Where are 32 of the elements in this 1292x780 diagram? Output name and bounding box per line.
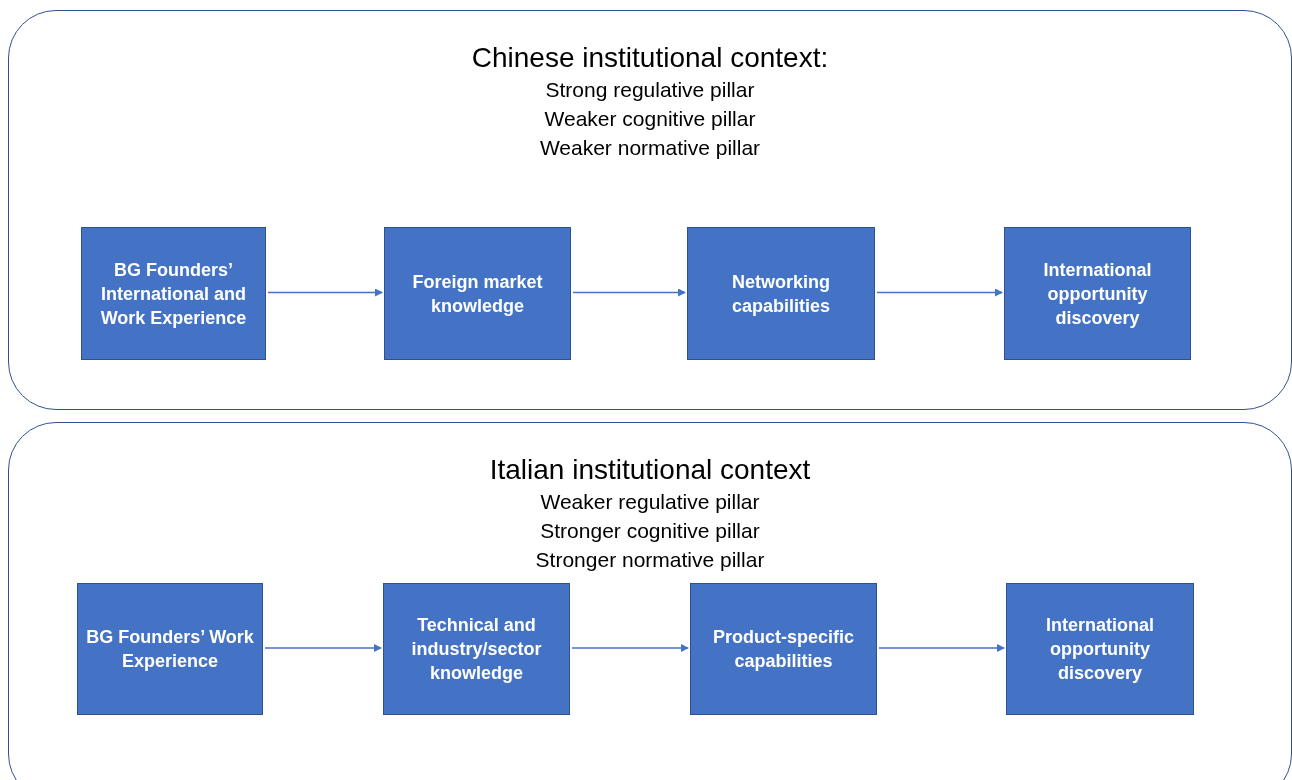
context-panel: [8, 422, 1292, 780]
box-label: BG Founders’ International and Work Experience: [99, 258, 248, 330]
panel-text: Weaker normative pillar: [539, 135, 761, 161]
box-label: International opportunity discovery: [1042, 258, 1153, 330]
box-label: Networking capabilities: [730, 270, 831, 318]
arrow: [571, 644, 689, 652]
process-box: [1006, 583, 1194, 715]
panel-text: Stronger cognitive pillar: [540, 518, 760, 544]
box-label: Technical and industry/sector knowledge: [410, 614, 543, 685]
process-box: [690, 583, 877, 715]
panel-text: Stronger normative pillar: [535, 547, 765, 573]
process-box: [81, 227, 266, 360]
box-label: BG Founders’ Work Experience: [86, 626, 254, 673]
arrow: [878, 644, 1005, 652]
box-label: Foreign market knowledge: [411, 270, 544, 318]
panel-text: Weaker cognitive pillar: [544, 106, 756, 132]
process-box: [1004, 227, 1191, 360]
process-box: [384, 227, 571, 360]
arrow: [572, 288, 686, 297]
process-box: [383, 583, 570, 715]
arrow: [264, 644, 382, 652]
context-panel: [8, 10, 1292, 410]
panel-heading: Chinese institutional context:: [471, 41, 829, 75]
process-box: [687, 227, 875, 360]
box-label: International opportunity discovery: [1045, 614, 1155, 685]
panel-text: Weaker regulative pillar: [540, 489, 760, 515]
panel-heading: Italian institutional context: [489, 453, 811, 487]
box-label: Product-specific capabilities: [712, 626, 855, 673]
panel-text: Strong regulative pillar: [545, 77, 755, 103]
process-box: [77, 583, 263, 715]
arrow: [876, 288, 1003, 297]
arrow: [267, 288, 383, 297]
